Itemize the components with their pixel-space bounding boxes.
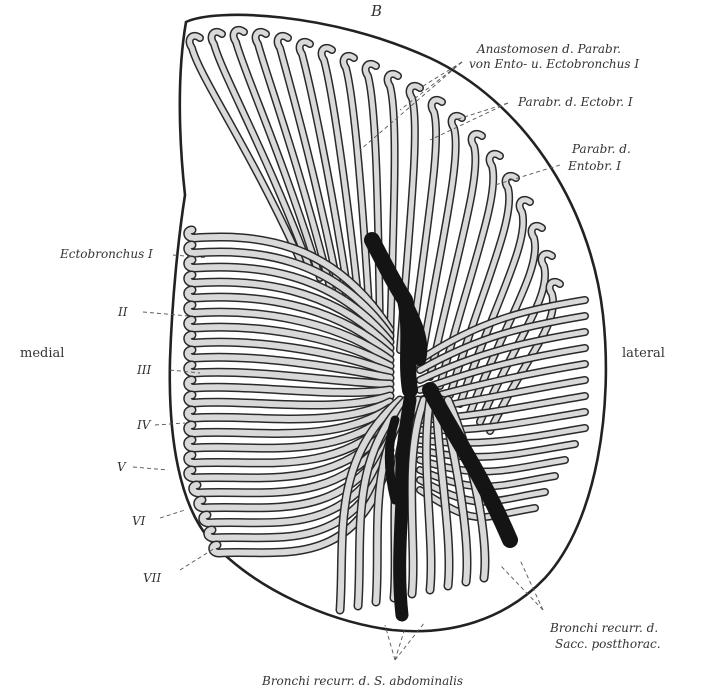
label-parabr-ectobr: Parabr. d. Ectobr. I xyxy=(517,95,633,109)
label-medial: medial xyxy=(20,346,64,361)
label-postthorac-line1: Bronchi recurr. d. xyxy=(549,621,658,635)
label-anastomosen-line1: Anastomosen d. Parabr. xyxy=(476,42,621,56)
label-numeral-IV: IV xyxy=(136,418,152,432)
label-numeral-VII: VII xyxy=(143,571,161,585)
label-lateral: lateral xyxy=(622,346,665,361)
label-numeral-II: II xyxy=(117,305,128,319)
label-numeral-III: III xyxy=(136,363,151,377)
label-parabr-entobr-line2: Entobr. I xyxy=(567,159,621,173)
label-postthorac-line2: Sacc. postthorac. xyxy=(555,637,661,651)
label-numeral-VI: VI xyxy=(132,514,146,528)
label-ectobronchus: Ectobronchus I xyxy=(59,247,153,261)
label-abdominalis: Bronchi recurr. d. S. abdominalis xyxy=(261,674,463,688)
label-anastomosen-line2: von Ento- u. Ectobronchus I xyxy=(469,57,639,71)
panel-label: B xyxy=(370,2,382,20)
label-parabr-entobr-line1: Parabr. d. xyxy=(571,142,631,156)
label-numeral-V: V xyxy=(117,460,127,474)
